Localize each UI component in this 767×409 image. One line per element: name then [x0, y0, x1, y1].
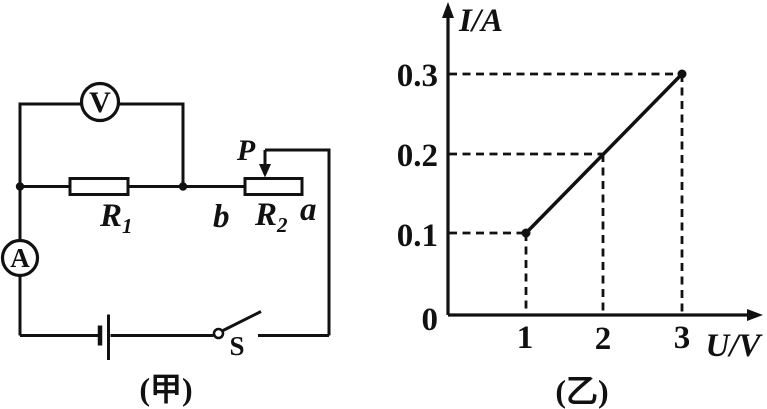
y-tick-label-0.2: 0.2: [397, 138, 438, 174]
data-point-3-0.3: [677, 69, 687, 79]
r1-base: R: [99, 198, 122, 234]
x-axis-arrow-icon: [747, 309, 763, 321]
slider-arrowhead-icon: [259, 164, 271, 178]
r2-subscript: 2: [276, 213, 288, 237]
switch-hinge-icon: [212, 327, 225, 340]
switch-blade: [222, 310, 262, 332]
resistor-r1: [68, 177, 130, 196]
ammeter-label: A: [10, 243, 30, 273]
junction-dot-right: [178, 182, 188, 191]
y-axis-arrow-icon: [442, 2, 454, 18]
junction-dot-left: [15, 182, 25, 191]
wire-slider-branch: [265, 148, 331, 336]
voltmeter-icon: [79, 81, 121, 123]
circuit-diagram: [0, 81, 331, 360]
x-tick-label-1: 1: [517, 320, 534, 356]
x-axis-label: U/V: [705, 328, 763, 364]
rheostat-r2-label: R2: [254, 197, 288, 237]
dashed-guides: [449, 72, 684, 314]
resistor-r1-label: R1: [99, 198, 133, 238]
rheostat-r2: [243, 177, 304, 196]
data-point-1-0.1: [521, 228, 531, 238]
y-tick-label-0.3: 0.3: [397, 58, 438, 94]
circuit-labels: V A R1 b R2 a P S (甲): [10, 86, 316, 407]
origin-label: 0: [422, 302, 439, 338]
slider-p-label: P: [236, 134, 256, 167]
x-tick-label-2: 2: [595, 321, 612, 357]
x-tick-label-3: 3: [674, 320, 691, 356]
ammeter-icon: [0, 238, 40, 278]
r2-base: R: [254, 197, 277, 233]
terminal-b-label: b: [213, 199, 230, 235]
circuit-caption: (甲): [139, 371, 192, 407]
graph-caption: (乙): [555, 373, 608, 409]
terminal-a-label: a: [300, 192, 317, 228]
graph-labels: I/A U/V 0.3 0.2 0.1 0 1 2 3 (乙): [397, 3, 764, 409]
data-line: [524, 72, 684, 235]
voltmeter-label: V: [89, 86, 111, 119]
iu-graph: [442, 2, 763, 321]
y-tick-label-0.1: 0.1: [397, 218, 438, 254]
switch-label: S: [229, 331, 244, 361]
y-axis-label: I/A: [458, 3, 503, 39]
r1-subscript: 1: [122, 214, 133, 238]
